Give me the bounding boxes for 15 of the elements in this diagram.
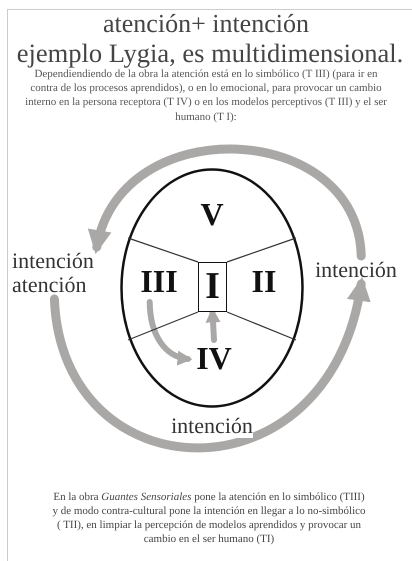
side-label: intención atención — [12, 247, 118, 299]
center-box: I — [198, 262, 227, 312]
subtitle: ejemplo Lygia, es multidimensional. — [16, 38, 404, 68]
side-label: intención — [304, 256, 408, 284]
sector-label: IV — [188, 340, 240, 378]
arrow — [90, 144, 366, 260]
arrow — [50, 277, 369, 452]
arrow — [146, 299, 192, 365]
intro-paragraph: Dependiendiendo de la obra la atención está en lo simbólico (T III) (para ir en contra de los procesos aprendidos), o en lo emocional, para provocar un cambio interno en la persona receptora (T IV) o en los modelos perceptivos (T III) y el ser humano (T I): — [24, 68, 388, 124]
title: atención+ intención — [102, 10, 310, 38]
caption: En la obra Guantes Sensoriales pone la atención en lo simbólico (TIII) y de modo contra-cultural pone la intención en llegar a lo no-simbólico ( TII), en limpiar la percepción de modelos aprendidos y provocar un cambio en el ser humano (TI) — [51, 490, 367, 546]
sector-label: V — [150, 185, 274, 245]
oval-diagram — [120, 168, 304, 408]
sector-label: II — [232, 262, 296, 302]
sector-label: III — [128, 262, 190, 302]
